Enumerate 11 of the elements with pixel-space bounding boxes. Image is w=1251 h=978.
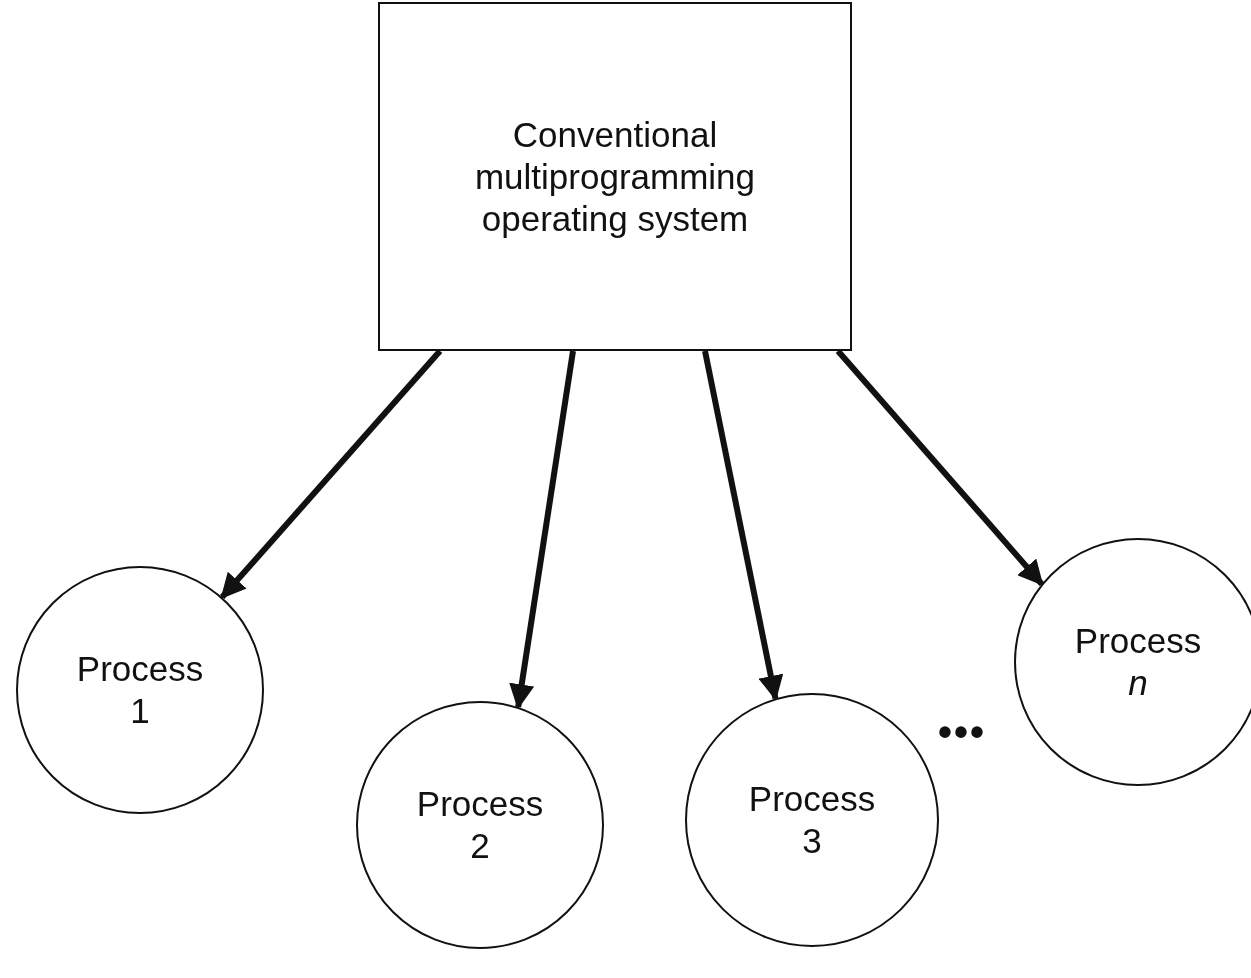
node-label: Process 3 (747, 778, 877, 862)
ellipsis-text: ••• (938, 710, 986, 755)
node-label: Process 1 (75, 648, 205, 732)
node-label: Conventional multiprogramming operating system (473, 113, 757, 240)
arrow (509, 350, 576, 710)
arrow (219, 349, 443, 600)
arrow (835, 349, 1044, 586)
arrow (702, 350, 784, 701)
process-box (378, 2, 852, 351)
node-label: Process 2 (415, 783, 545, 867)
node-label: Process n (1073, 620, 1203, 704)
